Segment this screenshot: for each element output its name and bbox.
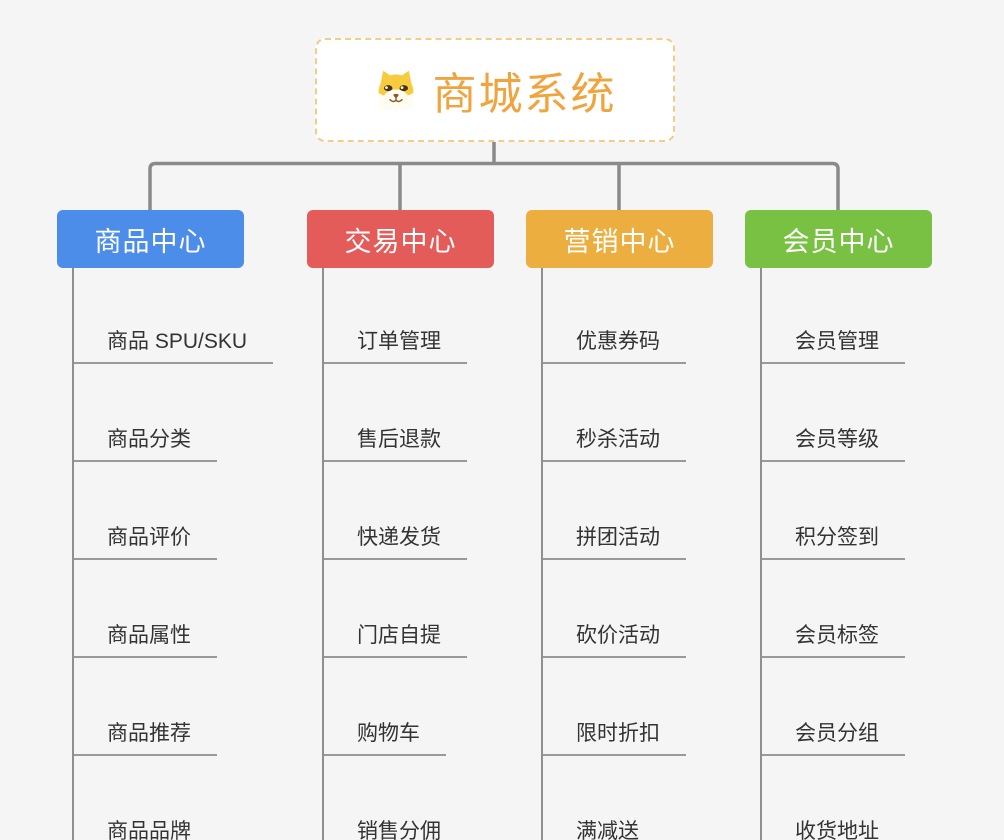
child-node[interactable]: 购物车 — [324, 658, 446, 756]
branch-children-list: 会员管理 会员等级 积分签到 会员标签 会员分组 收货地址 — [760, 268, 932, 840]
branch-children-list: 商品 SPU/SKU 商品分类 商品评价 商品属性 商品推荐 商品品牌 — [72, 268, 274, 840]
branch-trade-center: 交易中心 订单管理 售后退款 快递发货 门店自提 购物车 销售分佣 — [307, 210, 494, 840]
child-node[interactable]: 快递发货 — [324, 462, 467, 560]
branch-node-header[interactable]: 会员中心 — [745, 210, 932, 268]
child-node[interactable]: 限时折扣 — [543, 658, 686, 756]
branch-node-header[interactable]: 交易中心 — [307, 210, 494, 268]
child-node[interactable]: 会员管理 — [762, 268, 905, 364]
branch-member-center: 会员中心 会员管理 会员等级 积分签到 会员标签 会员分组 收货地址 — [745, 210, 932, 840]
child-node[interactable]: 会员标签 — [762, 560, 905, 658]
branch-children-list: 订单管理 售后退款 快递发货 门店自提 购物车 销售分佣 — [322, 268, 494, 840]
child-node[interactable]: 商品品牌 — [74, 756, 217, 840]
child-node[interactable]: 商品分类 — [74, 364, 217, 462]
dog-logo-icon — [378, 70, 413, 110]
child-node[interactable]: 积分签到 — [762, 462, 905, 560]
branch-children-list: 优惠券码 秒杀活动 拼团活动 砍价活动 限时折扣 满减送 — [541, 268, 713, 840]
child-node[interactable]: 收货地址 — [762, 756, 905, 840]
branch-node-header[interactable]: 商品中心 — [57, 210, 244, 268]
child-node[interactable]: 会员等级 — [762, 364, 905, 462]
branch-marketing-center: 营销中心 优惠券码 秒杀活动 拼团活动 砍价活动 限时折扣 满减送 — [526, 210, 713, 840]
child-node[interactable]: 门店自提 — [324, 560, 467, 658]
child-node[interactable]: 售后退款 — [324, 364, 467, 462]
branch-product-center: 商品中心 商品 SPU/SKU 商品分类 商品评价 商品属性 商品推荐 商品品牌 — [57, 210, 274, 840]
child-node[interactable]: 销售分佣 — [324, 756, 467, 840]
child-node[interactable]: 订单管理 — [324, 268, 467, 364]
branch-node-header[interactable]: 营销中心 — [526, 210, 713, 268]
child-node[interactable]: 秒杀活动 — [543, 364, 686, 462]
child-node[interactable]: 满减送 — [543, 756, 665, 840]
child-node[interactable]: 商品 SPU/SKU — [74, 268, 274, 364]
child-node[interactable]: 拼团活动 — [543, 462, 686, 560]
root-node-title: 商城系统 — [432, 70, 617, 119]
child-node[interactable]: 砍价活动 — [543, 560, 686, 658]
child-node[interactable]: 会员分组 — [762, 658, 905, 756]
child-node[interactable]: 优惠券码 — [543, 268, 686, 364]
child-node[interactable]: 商品推荐 — [74, 658, 217, 756]
child-node[interactable]: 商品属性 — [74, 560, 217, 658]
root-node[interactable]: 商城系统 — [315, 38, 675, 142]
child-node[interactable]: 商品评价 — [74, 462, 217, 560]
